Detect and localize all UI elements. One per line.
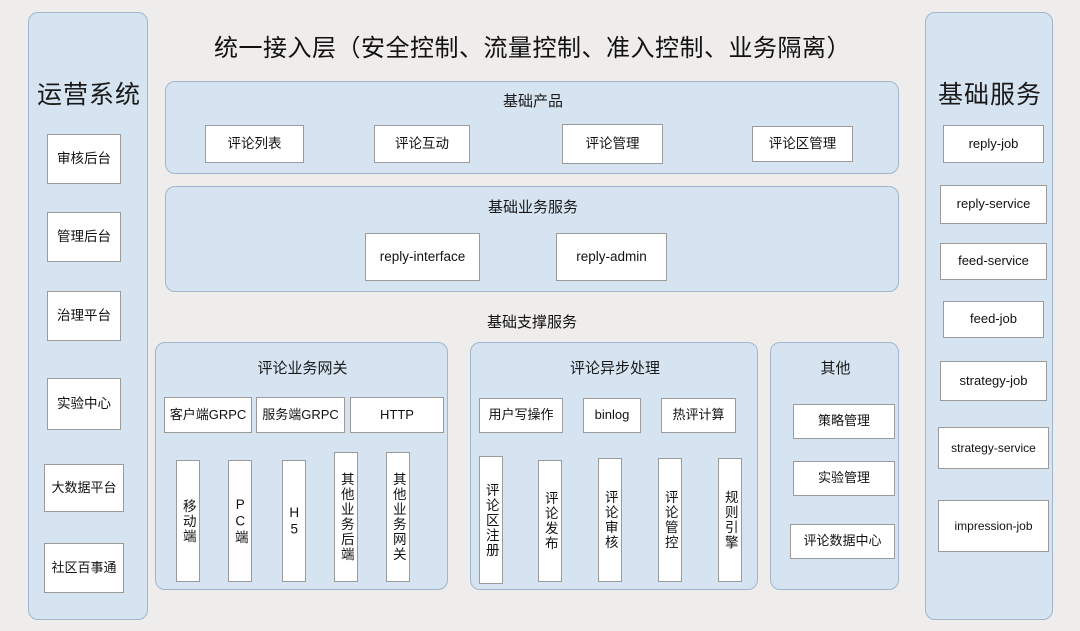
node-label: binlog [594,407,630,423]
node-label: 服务端GRPC [262,406,339,422]
sidebar-item-label: 实验中心 [57,395,111,411]
product-pinglun-hudong[interactable]: 评论互动 [374,125,470,163]
base-business-services-panel: 基础业务服务 [165,186,899,292]
sidebar-item-label: 社区百事通 [51,559,117,575]
sidebar-item-dashuju-pingtai[interactable]: 大数据平台 [44,464,124,512]
node-label: 评论发布 [542,491,558,551]
node-label: 评论审核 [602,490,618,550]
service-item-reply-job[interactable]: reply-job [943,125,1044,163]
sidebar-item-shequ-baishitong[interactable]: 社区百事通 [44,543,124,593]
node-label: H5 [286,504,302,538]
node-label: 规则引擎 [722,490,738,550]
node-label: reply-job [968,135,1019,151]
node-label: 实验管理 [817,470,870,486]
service-item-reply-service[interactable]: reply-service [940,185,1047,224]
sidebar-item-label: 管理后台 [57,228,111,244]
node-label: 移动端 [180,498,196,544]
node-label: 用户写操作 [488,407,554,423]
node-label: feed-job [970,311,1017,327]
sidebar-item-label: 大数据平台 [51,479,117,495]
gateway-protocol-server-grpc[interactable]: 服务端GRPC [256,397,345,433]
sidebar-item-label: 审核后台 [57,150,111,166]
service-item-strategy-service[interactable]: strategy-service [938,427,1049,469]
service-item-strategy-job[interactable]: strategy-job [940,361,1047,401]
node-label: strategy-job [959,372,1028,388]
base-support-services-label: 基础支撑服务 [486,314,577,331]
service-item-feed-service[interactable]: feed-service [940,243,1047,280]
service-reply-interface[interactable]: reply-interface [365,233,480,281]
async-source-binlog[interactable]: binlog [583,398,641,433]
gateway-client-other-backend[interactable]: 其他业务后端 [334,452,358,582]
async-worker-zone-register[interactable]: 评论区注册 [479,456,503,584]
page-title: 统一接入层（安全控制、流量控制、准入控制、业务隔离） [214,35,851,62]
node-label: impression-job [954,518,1033,533]
gateway-client-h5[interactable]: H5 [282,460,306,582]
async-worker-audit[interactable]: 评论审核 [598,458,622,582]
node-label: 评论列表 [227,135,282,151]
gateway-client-other-gateway[interactable]: 其他业务网关 [386,452,410,582]
node-label: 其他业务后端 [338,472,354,562]
node-label: 评论数据中心 [803,533,882,549]
node-label: strategy-service [951,440,1036,455]
product-pinglun-guanli[interactable]: 评论管理 [562,124,663,164]
node-label: HTTP [380,406,414,422]
other-item-comment-data-center[interactable]: 评论数据中心 [790,524,895,559]
async-worker-control[interactable]: 评论管控 [658,458,682,582]
node-label: 评论管理 [585,135,640,151]
async-title: 评论异步处理 [569,360,660,377]
gateway-title: 评论业务网关 [257,360,348,377]
async-source-user-write[interactable]: 用户写操作 [479,398,563,433]
node-label: 评论区注册 [483,482,499,558]
sidebar-item-label: 治理平台 [57,307,111,323]
sidebar-item-shenhe-houtai[interactable]: 审核后台 [47,134,121,184]
async-source-hot-comment-compute[interactable]: 热评计算 [661,398,736,433]
sidebar-item-guanli-houtai[interactable]: 管理后台 [47,212,121,262]
node-label: reply-admin [576,248,647,264]
node-label: reply-interface [379,248,466,264]
node-label: 热评计算 [672,407,725,423]
node-label: 客户端GRPC [169,406,247,422]
service-item-impression-job[interactable]: impression-job [938,500,1049,552]
other-item-strategy-management[interactable]: 策略管理 [793,404,895,439]
product-pinglunqu-guanli[interactable]: 评论区管理 [752,126,853,162]
async-worker-publish[interactable]: 评论发布 [538,460,562,582]
other-item-experiment-management[interactable]: 实验管理 [793,461,895,496]
node-label: 评论互动 [395,135,449,151]
product-pinglun-liebiao[interactable]: 评论列表 [205,125,304,163]
other-title: 其他 [820,360,851,377]
node-label: 其他业务网关 [390,472,406,562]
base-products-title: 基础产品 [502,93,563,110]
gateway-protocol-http[interactable]: HTTP [350,397,444,433]
node-label: PC端 [232,497,248,545]
gateway-client-pc[interactable]: PC端 [228,460,252,582]
node-label: feed-service [958,253,1029,269]
node-label: 评论管控 [662,490,678,550]
node-label: 评论区管理 [768,135,837,151]
service-reply-admin[interactable]: reply-admin [556,233,667,281]
right-sidebar-title: 基础服务 [937,81,1042,109]
gateway-protocol-client-grpc[interactable]: 客户端GRPC [164,397,252,433]
base-business-services-title: 基础业务服务 [487,199,578,216]
node-label: reply-service [956,196,1031,212]
sidebar-item-shiyan-zhongxin[interactable]: 实验中心 [47,378,121,430]
node-label: 策略管理 [817,413,870,429]
service-item-feed-job[interactable]: feed-job [943,301,1044,338]
async-worker-rule-engine[interactable]: 规则引擎 [718,458,742,582]
sidebar-item-zhili-pingtai[interactable]: 治理平台 [47,291,121,341]
left-sidebar-title: 运营系统 [36,81,141,109]
gateway-client-mobile[interactable]: 移动端 [176,460,200,582]
